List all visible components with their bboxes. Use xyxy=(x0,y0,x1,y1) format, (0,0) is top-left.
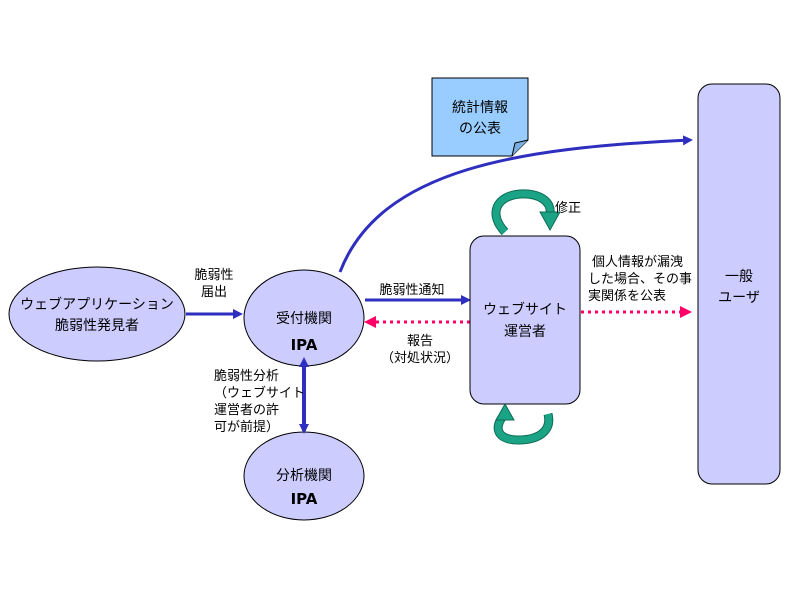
site-operator-line1: ウェブサイト xyxy=(483,301,567,318)
publish-fact-label-line1: 個人情報が漏洩 xyxy=(592,254,683,270)
statistics-note-line2: の公表 xyxy=(459,121,501,137)
analysis-node: 分析機関 IPA xyxy=(243,431,365,521)
discoverer-line2: 脆弱性発見者 xyxy=(55,317,139,334)
notify-label: 脆弱性通知 xyxy=(379,282,444,298)
report-label-line2: 届出 xyxy=(201,285,227,300)
reception-line2: IPA xyxy=(291,336,318,354)
fix-cycle-top-icon xyxy=(491,189,561,236)
report-back-label-line1: 報告 xyxy=(407,334,433,349)
discoverer-node: ウェブアプリケーション 脆弱性発見者 xyxy=(8,266,186,362)
general-user-line2: ユーザ xyxy=(718,290,760,306)
site-operator-line2: 運営者 xyxy=(504,324,546,340)
report-back-label-line2: （対処状況） xyxy=(381,351,459,366)
analysis-label-line1: 脆弱性分析 xyxy=(214,368,279,384)
general-user-node: 一般 ユーザ xyxy=(697,83,781,485)
statistics-note: 統計情報 の公表 xyxy=(431,77,529,157)
publish-fact-label-line2: した場合、その事 xyxy=(588,272,692,287)
reception-line1: 受付機関 xyxy=(276,311,332,327)
site-operator-node: ウェブサイト 運営者 xyxy=(469,235,581,405)
fix-label: 修正 xyxy=(555,201,581,216)
analysis-line1: 分析機関 xyxy=(276,468,332,484)
general-user-line1: 一般 xyxy=(725,269,753,285)
publish-curve-arrow xyxy=(338,135,693,273)
analysis-line2: IPA xyxy=(291,490,318,508)
publish-fact-label-line3: 実関係を公表 xyxy=(588,288,666,304)
statistics-note-line1: 統計情報 xyxy=(452,100,508,116)
reception-node: 受付機関 IPA xyxy=(243,269,365,367)
report-label-line1: 脆弱性 xyxy=(194,267,233,283)
analysis-label-line3: 運営者の許 xyxy=(214,403,279,418)
analysis-label-line4: 可が前提） xyxy=(214,419,279,435)
analysis-label-line2: （ウェブサイト xyxy=(214,385,305,401)
fix-cycle-bottom-icon xyxy=(493,402,554,445)
discoverer-line1: ウェブアプリケーション xyxy=(20,296,174,313)
